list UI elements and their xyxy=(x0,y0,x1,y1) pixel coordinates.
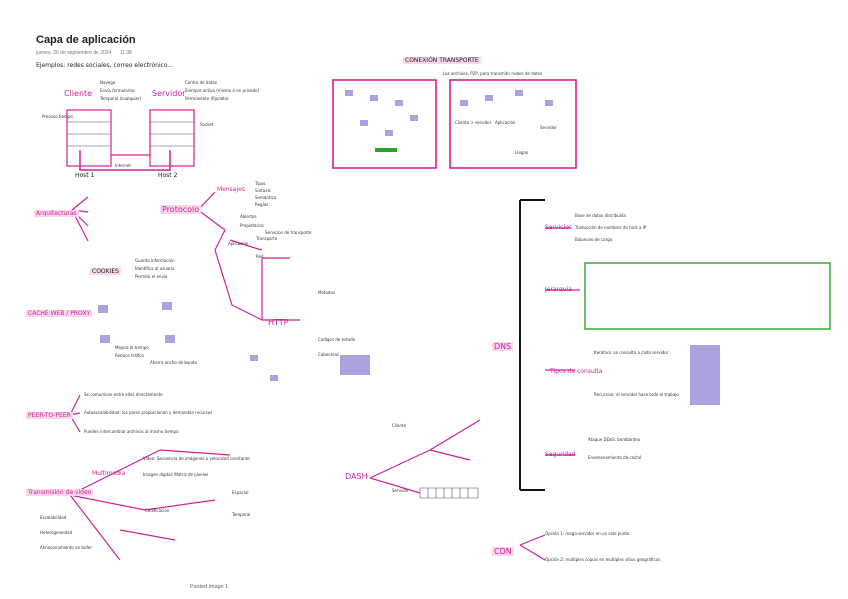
semantica-item: Semántica xyxy=(255,195,277,200)
http-label: HTTP xyxy=(268,318,289,327)
dns-seguridad-label: Seguridad xyxy=(545,451,576,458)
abiertos-item: Abiertos xyxy=(240,214,257,219)
http-item: Metodos xyxy=(318,290,335,295)
video-text: Video: Secuencia de imágenes a velocidad… xyxy=(143,456,250,461)
dns-label: DNS xyxy=(492,342,514,351)
p2p-item: Pueden intercambiar archivos al mismo ti… xyxy=(84,429,179,434)
dns-jerarquia-label: Jerarquía xyxy=(545,286,572,293)
servidor-item: Siempre activo (mismo o en privado) xyxy=(185,88,260,93)
cliente-item: Navega xyxy=(100,80,116,85)
cookies-item: Permite el envío xyxy=(135,274,168,279)
dns-seguridad-item: Ataque DDoS: bombardeo xyxy=(588,437,641,442)
cliente-label: Cliente xyxy=(64,89,93,98)
procesos-label: Proceso tiempo xyxy=(42,114,73,119)
cache-title: CACHÉ WEB / PROXY xyxy=(26,310,93,317)
dash-label: DASH xyxy=(345,472,368,481)
host1-label: Host 1 xyxy=(75,172,95,179)
multimedia-label: Multimedia xyxy=(92,470,126,477)
examples-text: Ejemplos: redes sociales, correo electró… xyxy=(36,62,174,69)
imagen-text: Imagen digital: Matriz de píxeles xyxy=(143,472,209,477)
dns-servicios-item: Traducción de nombres de host a IP xyxy=(575,225,647,230)
cache-item: Reduce tráfico xyxy=(115,353,144,358)
dns-tipos-item: Iterativa: se consulta a cada servidor xyxy=(594,350,669,355)
cookies-item: Guarda información xyxy=(135,258,175,263)
page-footer: Pasted image 1 xyxy=(190,584,229,590)
dns-servicios-label: Servicios xyxy=(545,224,572,231)
cdn-option-1: Opción 1: mega-servidor en un solo punto xyxy=(545,531,630,536)
dns-servicios-item: Balanceo de carga xyxy=(575,237,613,242)
conexion-item: Aplicación xyxy=(495,120,516,125)
protocolo-label: Protocolo xyxy=(160,205,202,214)
reglas-item: Reglas xyxy=(255,202,269,207)
conexion-item: Llegan xyxy=(515,150,529,155)
capa-item: Red xyxy=(256,254,264,259)
nube-text: Los archivos, P2P, para transmitir nubes… xyxy=(443,71,543,76)
conexion-title: CONEXIÓN TRANSPORTE xyxy=(403,57,481,64)
p2p-item: Autoescalabilidad: los pares proporciona… xyxy=(84,410,213,415)
dash-cliente-label: Cliente xyxy=(392,423,407,428)
dns-seguridad-item: Envenenamiento de caché xyxy=(588,455,642,460)
servicios-transporte-text: Servicios de transporte xyxy=(265,230,312,235)
http-item: Codigos de estado xyxy=(318,337,356,342)
cache-item: Ahorra ancho de banda xyxy=(150,360,197,365)
servidor-item: Permanente (fijo/alto) xyxy=(185,96,229,101)
transmision-item: Escalabilidad xyxy=(40,515,67,520)
http-item: Cabeceras xyxy=(318,352,340,357)
cookies-item: Identifica al usuario xyxy=(135,266,175,271)
conexion-item: Servidor xyxy=(540,125,557,130)
cookies-title: COOKIES xyxy=(90,268,121,275)
transmision-item: Heterogeneidad xyxy=(40,530,73,535)
capa-item: Aplicación xyxy=(228,241,249,246)
transmision-item: Almacenamiento en búfer xyxy=(40,545,92,550)
page-date: jueves, 26 de septiembre de 2024 11:38 xyxy=(36,50,132,56)
temporal-label: Temporal xyxy=(232,512,251,517)
cliente-item: Temporal (cualquier) xyxy=(100,96,142,101)
arquitecturas-label: Arquitecturas xyxy=(34,210,79,217)
espacial-label: Espacial xyxy=(232,490,249,495)
propietarios-item: Propietarios xyxy=(240,223,264,228)
internet-label: Internet xyxy=(115,163,131,168)
servidor-item: Centro de datos xyxy=(185,80,217,85)
socket-label: Socket xyxy=(200,122,214,127)
p2p-title: PEER-TO-PEER xyxy=(26,412,73,419)
cdn-option-2: Opción 2: múltiples copias en múltiples … xyxy=(545,557,661,562)
servidor-label: Servidor xyxy=(152,89,186,98)
codificacion-label: Codificación xyxy=(145,508,170,513)
transmision-title: Transmisión de video xyxy=(26,489,94,496)
cdn-label: CDN xyxy=(492,547,514,556)
tipos-item: Tipos xyxy=(255,181,266,186)
conexion-item: Cliente > servidor xyxy=(455,120,492,125)
mensajes-label: Mensajes xyxy=(217,186,245,193)
page-title: Capa de aplicación xyxy=(36,34,136,46)
sintaxis-item: Sintaxis xyxy=(255,188,271,193)
cache-item: Mejora el tiempo xyxy=(115,345,149,350)
dns-tipos-label: Tipos de consulta xyxy=(550,368,603,375)
host2-label: Host 2 xyxy=(158,172,178,179)
capa-item: Transporte xyxy=(256,236,278,241)
p2p-item: Se comunican entre ellos directamente xyxy=(84,392,163,397)
dns-servicios-item: Base de datos distribuida xyxy=(575,213,626,218)
dns-tipos-item: Recursiva: el servidor hace todo el trab… xyxy=(594,392,679,397)
cliente-item: Envía formularios xyxy=(100,88,135,93)
dash-servidor-label: Servidor xyxy=(392,488,409,493)
